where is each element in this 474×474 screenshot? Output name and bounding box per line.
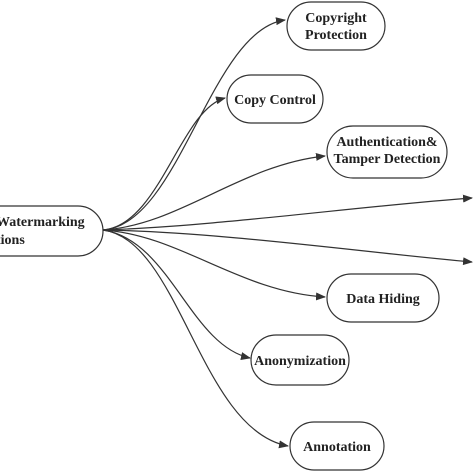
- connector-annotation: [102, 229, 289, 449]
- connector-anonymization: [102, 229, 251, 360]
- node-copy-control-box: [226, 74, 324, 124]
- connector-lines: [102, 17, 473, 449]
- root-label-line-2: tions: [0, 233, 25, 248]
- node-copyright-protection: Copyright Protection: [286, 1, 386, 51]
- connector-offscreen-lower: [102, 229, 473, 266]
- root-node-box: [0, 205, 104, 257]
- node-anonymization-box: [250, 334, 350, 386]
- node-authentication-tamper-detection-box: [326, 125, 448, 179]
- node-data-hiding-label: Data Hiding: [346, 292, 420, 307]
- connector-copyright-protection: [102, 17, 286, 231]
- node-authentication-line-1: Authentication&: [336, 135, 437, 150]
- node-copy-control: Copy Control: [226, 74, 324, 124]
- node-data-hiding-box: [326, 273, 440, 323]
- connector-copy-control: [102, 96, 226, 231]
- node-anonymization: Anonymization: [250, 334, 350, 386]
- node-copyright-protection-line-1: Copyright: [305, 11, 367, 26]
- node-authentication-line-2: Tamper Detection: [334, 152, 441, 167]
- root-label-line-1: Watermarking: [0, 215, 85, 230]
- node-annotation-box: [289, 421, 385, 471]
- root-node: Watermarking tions: [0, 205, 104, 257]
- node-authentication-tamper-detection: Authentication& Tamper Detection: [326, 125, 448, 179]
- node-anonymization-label: Anonymization: [254, 354, 346, 369]
- node-data-hiding: Data Hiding: [326, 273, 440, 323]
- node-annotation-label: Annotation: [303, 440, 371, 455]
- node-copyright-protection-box: [286, 1, 386, 51]
- node-annotation: Annotation: [289, 421, 385, 471]
- connector-offscreen-upper: [102, 194, 473, 231]
- node-copyright-protection-line-2: Protection: [305, 28, 367, 43]
- connector-authentication-tamper-detection: [102, 152, 326, 231]
- node-copy-control-label: Copy Control: [234, 93, 316, 108]
- connector-data-hiding: [102, 229, 326, 301]
